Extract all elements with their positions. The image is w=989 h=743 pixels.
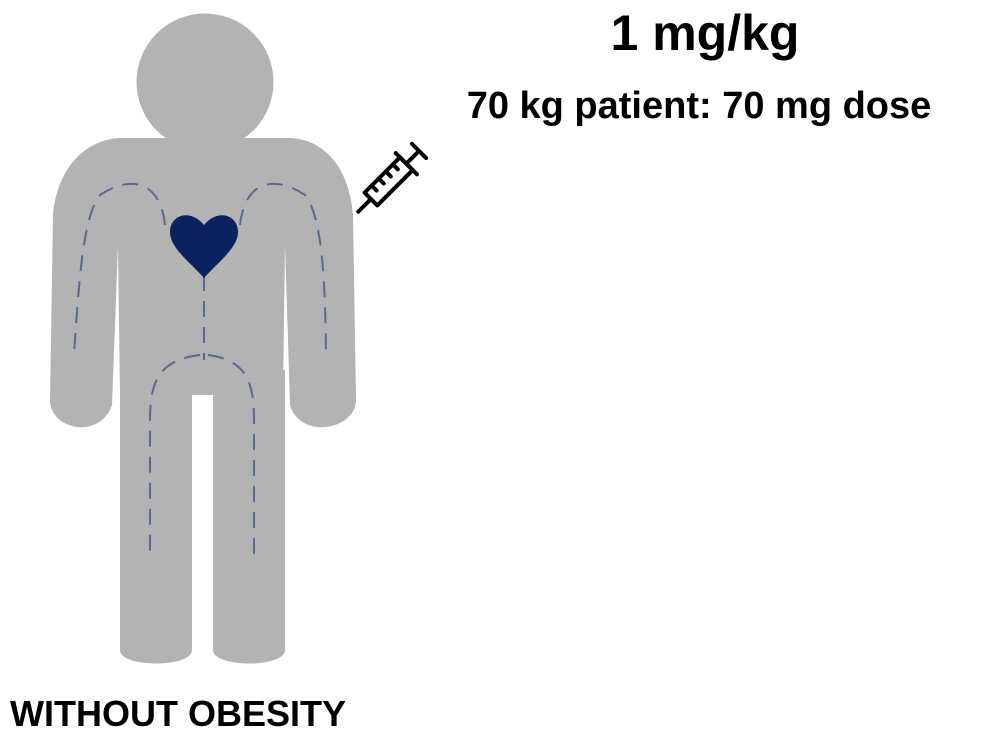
dose-example-label: 70 kg patient: 70 mg dose	[410, 80, 988, 132]
hip-shape	[120, 370, 285, 392]
figure-caption: WITHOUT OBESITY	[10, 690, 430, 738]
head-shape	[135, 12, 275, 152]
right-leg-shape	[213, 380, 285, 664]
left-leg-shape	[120, 380, 192, 664]
syringe-icon	[348, 140, 430, 222]
dose-per-kg-label: 1 mg/kg	[560, 2, 850, 64]
